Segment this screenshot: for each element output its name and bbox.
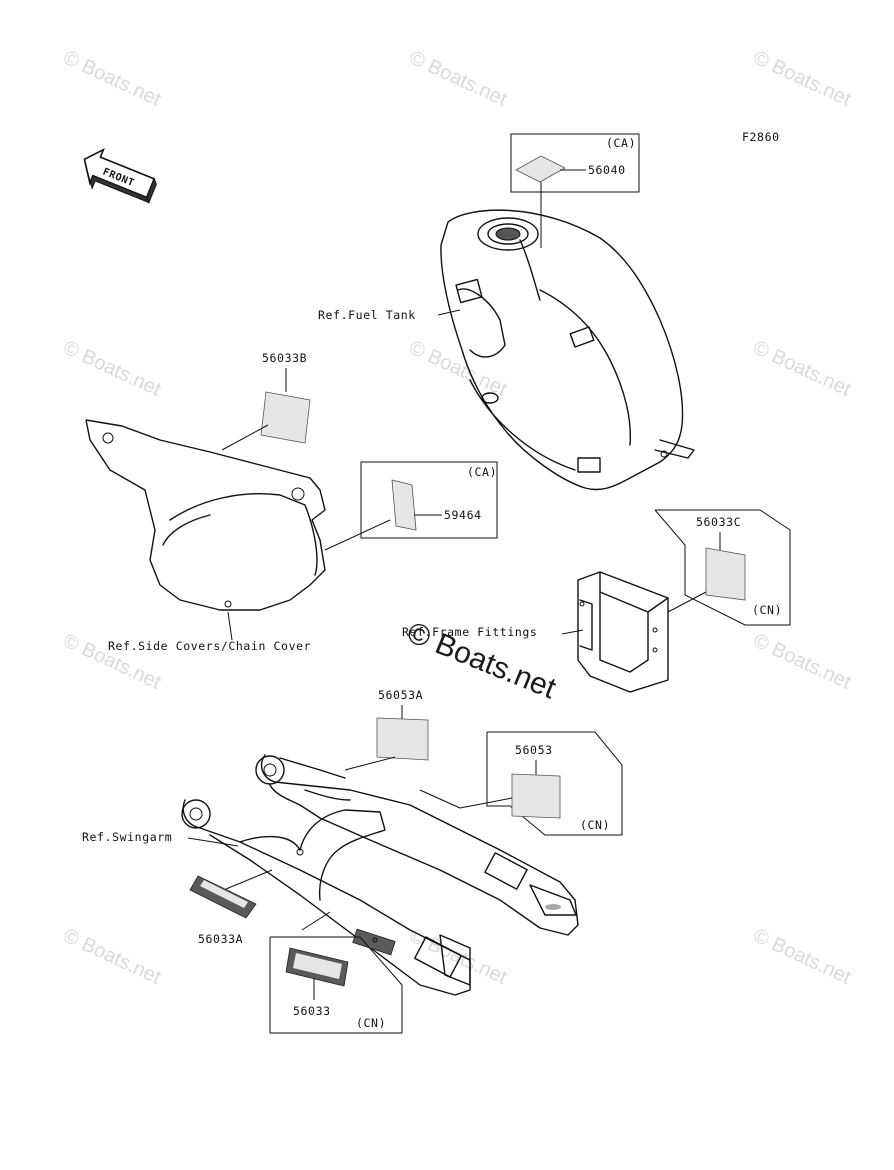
- part-number: 59464: [444, 508, 482, 522]
- ref-label: Ref.Fuel Tank: [318, 308, 416, 322]
- part-number: 56053: [515, 743, 553, 757]
- front-arrow-icon: FRONT: [83, 148, 157, 204]
- part-number: 56033C: [696, 515, 741, 529]
- decal-icon: [511, 773, 561, 819]
- frame-fitting-group: 56033C (CN) Ref.Frame Fittings: [402, 509, 791, 693]
- fuel-tank-group: (CA) 56040 Ref.Fuel Tank: [318, 133, 695, 491]
- region-label: (CN): [356, 1016, 386, 1030]
- part-number: 56033A: [198, 932, 243, 946]
- watermark-text: © Boats.net: [406, 925, 511, 989]
- decal-icon: [260, 391, 311, 444]
- watermark-text: © Boats.net: [750, 925, 855, 989]
- fuel-tank-icon: [440, 209, 695, 491]
- ref-label: Ref.Swingarm: [82, 830, 172, 844]
- decal-icon: [391, 479, 417, 531]
- region-label: (CA): [606, 136, 636, 150]
- watermark-text: © Boats.net: [60, 925, 165, 989]
- part-number: 56033: [293, 1004, 331, 1018]
- callout-box: [486, 731, 623, 836]
- side-cover-group: 56033B Ref.Side Covers/Chain Cover (CA) …: [85, 351, 498, 653]
- watermark-text: © Boats.net: [750, 337, 855, 401]
- region-label: (CN): [580, 818, 610, 832]
- swingarm-group: 56053A 56053 (CN): [82, 688, 623, 1034]
- callout-box: [269, 936, 403, 1034]
- part-number: 56033B: [262, 351, 307, 365]
- watermark-text: © Boats.net: [406, 337, 511, 401]
- callout-box: [654, 509, 791, 626]
- decal-icon: [705, 547, 746, 601]
- ref-label: Ref.Frame Fittings: [402, 625, 537, 639]
- figure-code: F2860: [742, 130, 780, 144]
- decal-icon: [376, 717, 429, 761]
- watermark-text: © Boats.net: [750, 47, 855, 111]
- region-label: (CA): [467, 465, 497, 479]
- watermark-text: © Boats.net: [60, 337, 165, 401]
- watermark-text: © Boats.net: [750, 630, 855, 694]
- frame-fitting-icon: [577, 571, 669, 693]
- decal-icon: [515, 155, 566, 183]
- part-number: 56053A: [378, 688, 423, 702]
- callout-box: [510, 133, 640, 193]
- side-cover-icon: [85, 419, 326, 611]
- part-number: 56040: [588, 163, 626, 177]
- watermark-text: © Boats.net: [406, 47, 511, 111]
- region-label: (CN): [752, 603, 782, 617]
- ref-label: Ref.Side Covers/Chain Cover: [108, 639, 311, 653]
- watermark-text: © Boats.net: [60, 47, 165, 111]
- callout-box: [360, 461, 498, 539]
- swingarm-icon: [181, 754, 579, 996]
